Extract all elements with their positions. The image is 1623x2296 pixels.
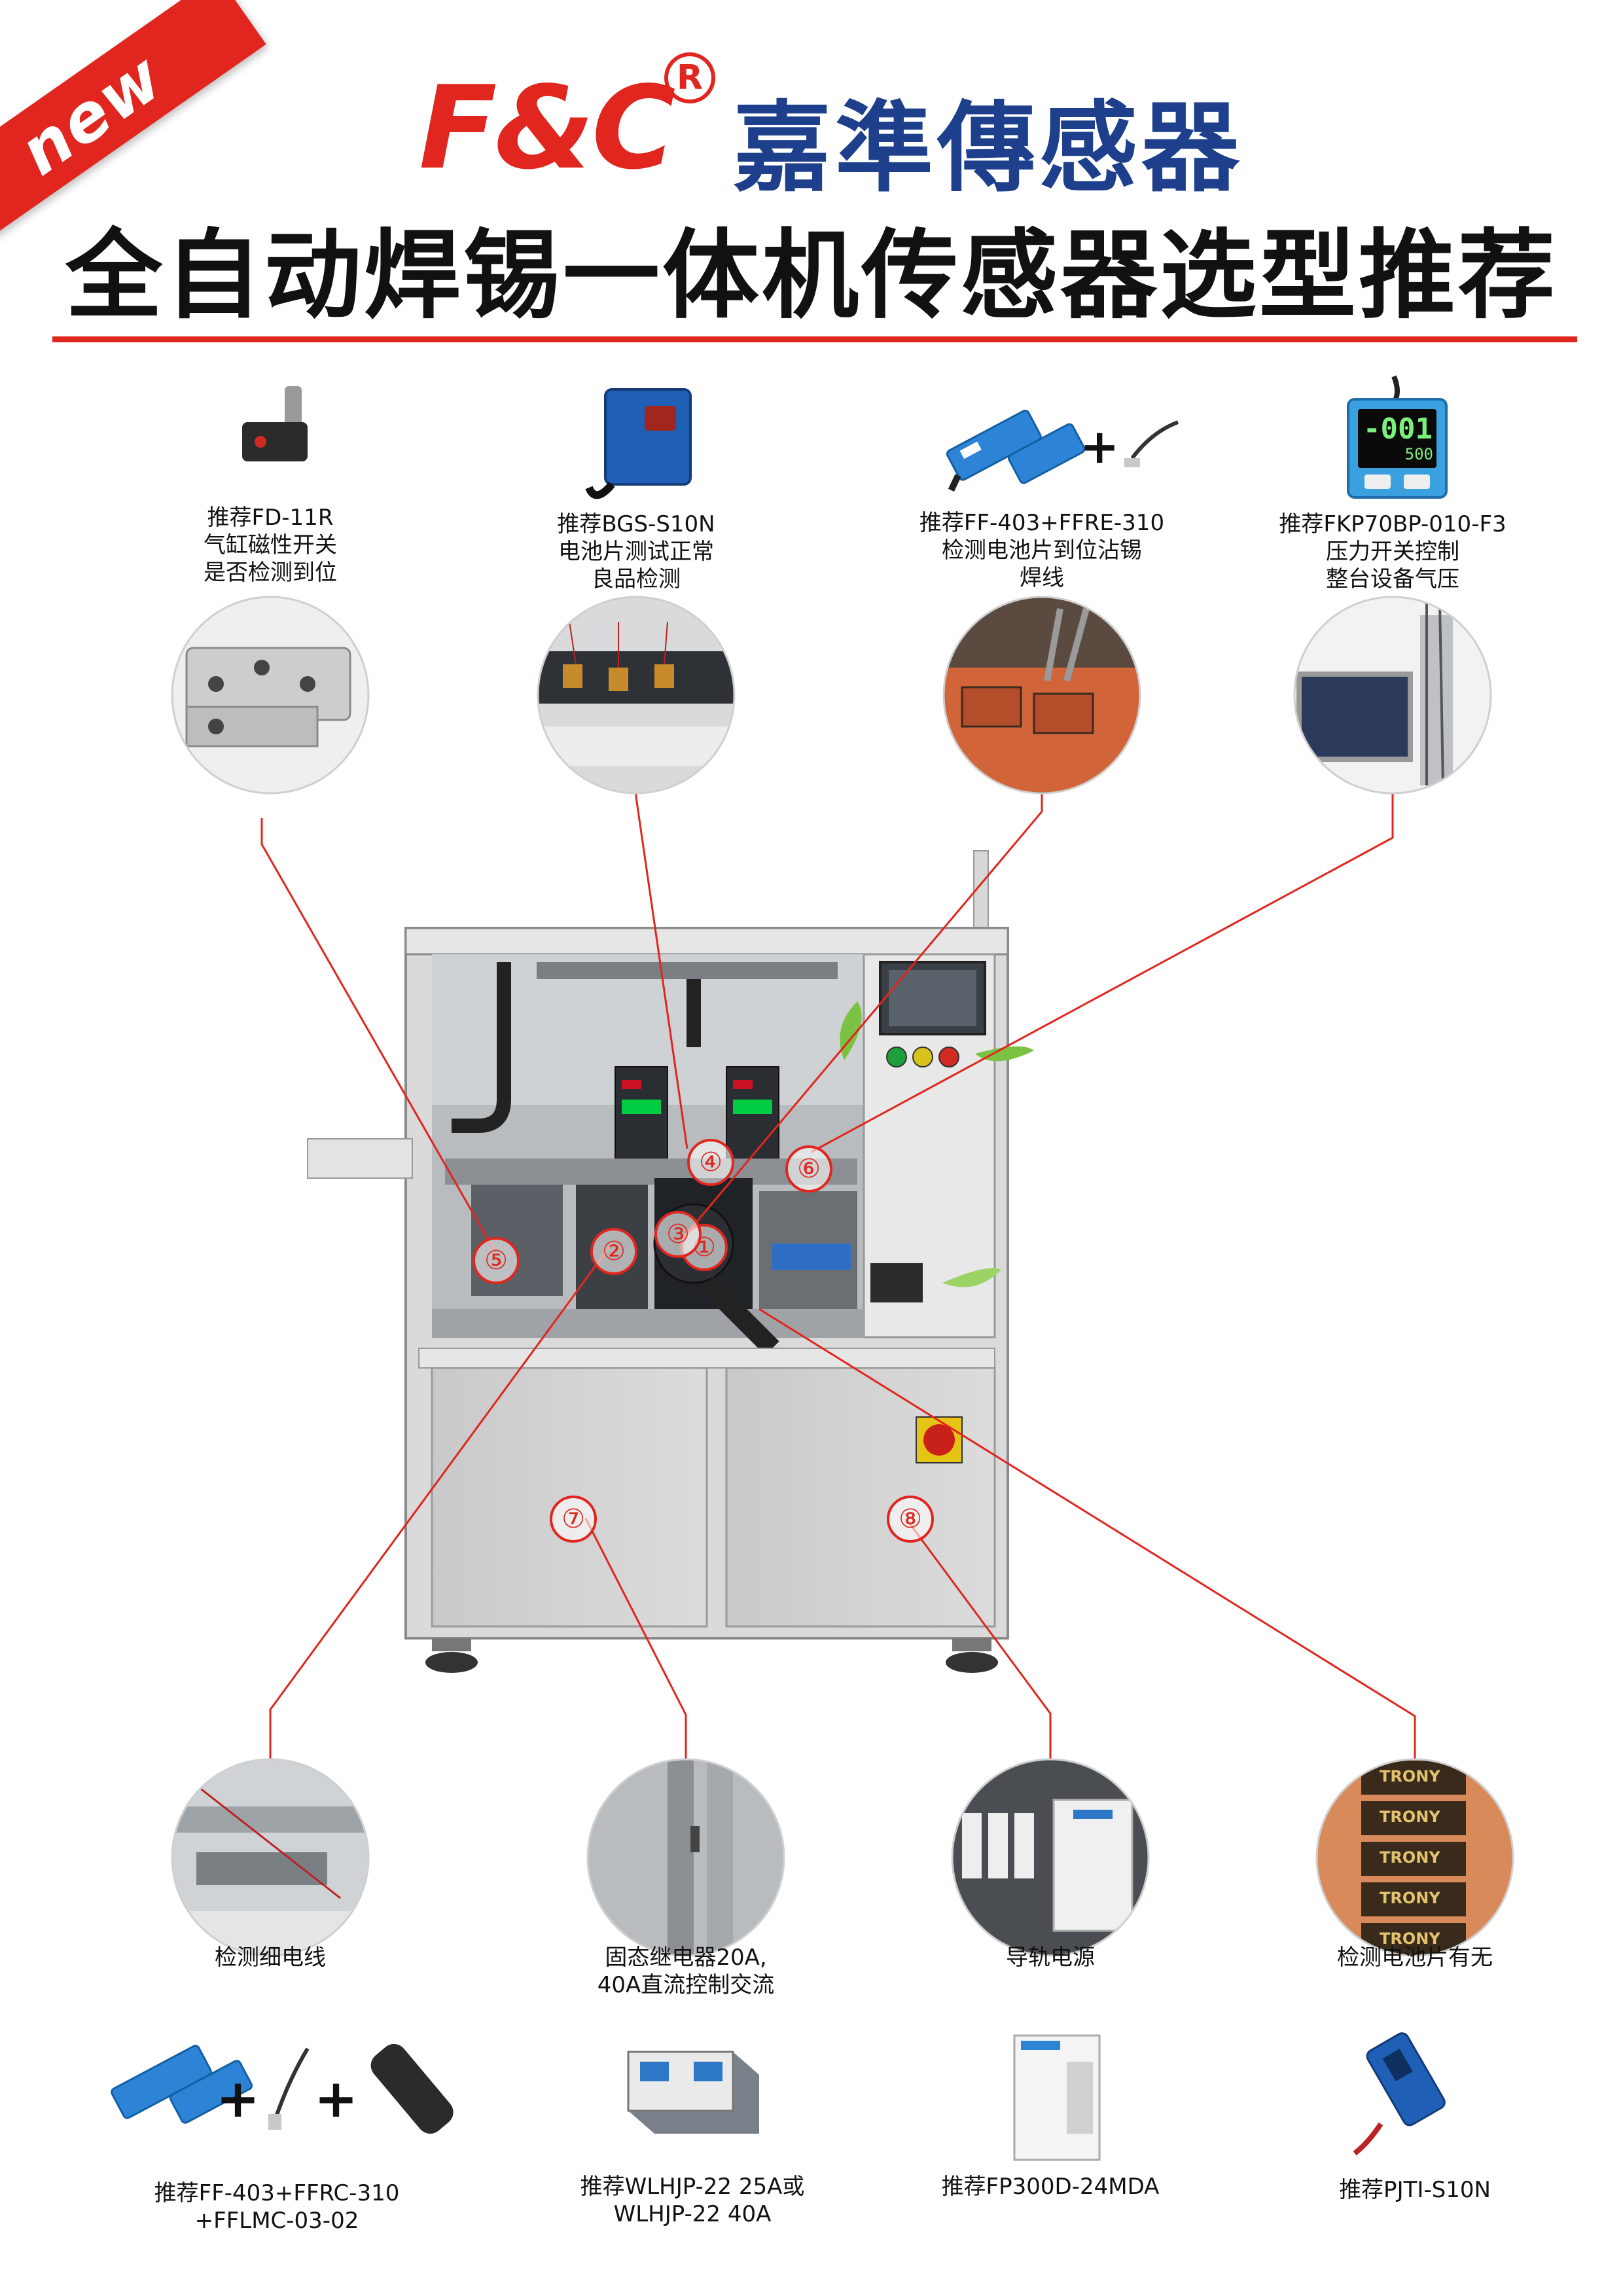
- model-text: +FFLMC-03-02: [194, 2208, 359, 2234]
- detail-battery-cells: [1317, 1759, 1513, 1956]
- plus-sign: +: [216, 2068, 260, 2129]
- caption-text: 固态继电器20A,: [605, 1945, 767, 1971]
- pressure-display-main: -001: [1363, 412, 1433, 446]
- model-text: 推荐WLHJP-22 25A或: [580, 2174, 805, 2200]
- position-number: ③: [654, 1211, 702, 1258]
- din-rail-power-icon: [1013, 2034, 1101, 2161]
- bottom-caption-3: 导轨电源: [919, 1944, 1181, 1971]
- desc-text: 良品检测: [592, 566, 681, 592]
- top-label-1: 推荐FD-11R 气缸磁性开关 是否检测到位: [139, 504, 401, 586]
- bottom-caption-4: 检测电池片有无: [1284, 1944, 1546, 1971]
- desc-text: 电池片测试正常: [558, 539, 714, 565]
- model-text: 推荐FF-403+FFRC-310: [154, 2180, 400, 2206]
- brand-logo-cn: 嘉準傳感器: [733, 92, 1244, 206]
- caption-text: 检测细电线: [215, 1945, 326, 1971]
- top-label-2: 推荐BGS-S10N 电池片测试正常 良品检测: [505, 511, 767, 593]
- soldering-machine: [307, 850, 1034, 1673]
- caption-text: 检测电池片有无: [1337, 1945, 1493, 1971]
- position-number: ⑧: [887, 1496, 934, 1543]
- photoelectric-sensor-icon: [585, 388, 692, 499]
- model-text: WLHJP-22 40A: [613, 2201, 772, 2227]
- detail-air-panel: [1294, 597, 1491, 793]
- pressure-display-sub: 500: [1404, 445, 1433, 463]
- desc-text: 气缸磁性开关: [204, 532, 337, 558]
- position-number: ⑥: [785, 1145, 832, 1193]
- desc-text: 焊线: [1020, 565, 1064, 591]
- title-divider: [52, 336, 1577, 342]
- bottom-caption-2: 固态继电器20A, 40A直流控制交流: [555, 1944, 817, 1999]
- detail-cabinet-door: [588, 1759, 784, 1956]
- model-text: 推荐FF-403+FFRE-310: [919, 510, 1165, 536]
- bottom-model-4: 推荐PJTI-S10N: [1284, 2176, 1546, 2204]
- position-number: ②: [590, 1228, 637, 1275]
- bottom-model-2: 推荐WLHJP-22 25A或 WLHJP-22 40A: [555, 2173, 830, 2228]
- detail-cylinder: [172, 597, 368, 793]
- pressure-switch-icon: [1347, 375, 1448, 499]
- top-label-4: 推荐FKP70BP-010-F3 压力开关控制 整台设备气压: [1242, 511, 1543, 593]
- desc-text: 整台设备气压: [1326, 566, 1459, 592]
- battery-cell-label: TRONY: [1380, 1848, 1440, 1867]
- fiber-amplifier-icon: [946, 409, 1179, 492]
- caption-text: 40A直流控制交流: [597, 1972, 775, 1998]
- brand-logo-en: F&C: [419, 62, 676, 195]
- battery-cell-label: TRONY: [1380, 1767, 1440, 1785]
- position-number: ⑤: [473, 1237, 520, 1284]
- bottom-model-3: 推荐FP300D-24MDA: [919, 2173, 1181, 2200]
- desc-text: 检测电池片到位沾锡: [942, 537, 1142, 564]
- battery-cell-label: TRONY: [1380, 1929, 1440, 1948]
- caption-text: 导轨电源: [1006, 1945, 1095, 1971]
- bottom-caption-1: 检测细电线: [139, 1944, 401, 1971]
- detail-power-rail: [952, 1759, 1149, 1956]
- position-number: ④: [687, 1139, 734, 1186]
- plus-sign: +: [314, 2068, 359, 2129]
- position-number: ⑦: [550, 1496, 597, 1543]
- model-text: 推荐FD-11R: [207, 505, 334, 531]
- page-title: 全自动焊锡一体机传感器选型推荐: [65, 219, 1558, 332]
- model-text: 推荐FP300D-24MDA: [941, 2174, 1160, 2200]
- top-label-3: 推荐FF-403+FFRE-310 检测电池片到位沾锡 焊线: [878, 509, 1205, 592]
- bottom-model-1: 推荐FF-403+FFRC-310 +FFLMC-03-02: [139, 2179, 414, 2234]
- desc-text: 压力开关控制: [1326, 539, 1459, 565]
- slot-sensor-icon: [1353, 2032, 1446, 2156]
- model-text: 推荐PJTI-S10N: [1339, 2177, 1491, 2203]
- model-text: 推荐BGS-S10N: [557, 511, 715, 537]
- magnetic-switch-icon: [242, 386, 308, 461]
- plus-sign: +: [1080, 419, 1120, 474]
- connector-lines: [260, 793, 1416, 1759]
- battery-cell-label: TRONY: [1380, 1808, 1440, 1826]
- detail-solder-head: [944, 597, 1140, 793]
- fiber-sensor-set-icon: [111, 2043, 454, 2134]
- detail-battery-test: [538, 597, 734, 793]
- registered-mark: R: [664, 52, 715, 103]
- model-text: 推荐FKP70BP-010-F3: [1279, 511, 1507, 537]
- solid-state-relay-icon: [627, 2051, 759, 2134]
- battery-cell-label: TRONY: [1380, 1889, 1440, 1907]
- desc-text: 是否检测到位: [204, 560, 337, 586]
